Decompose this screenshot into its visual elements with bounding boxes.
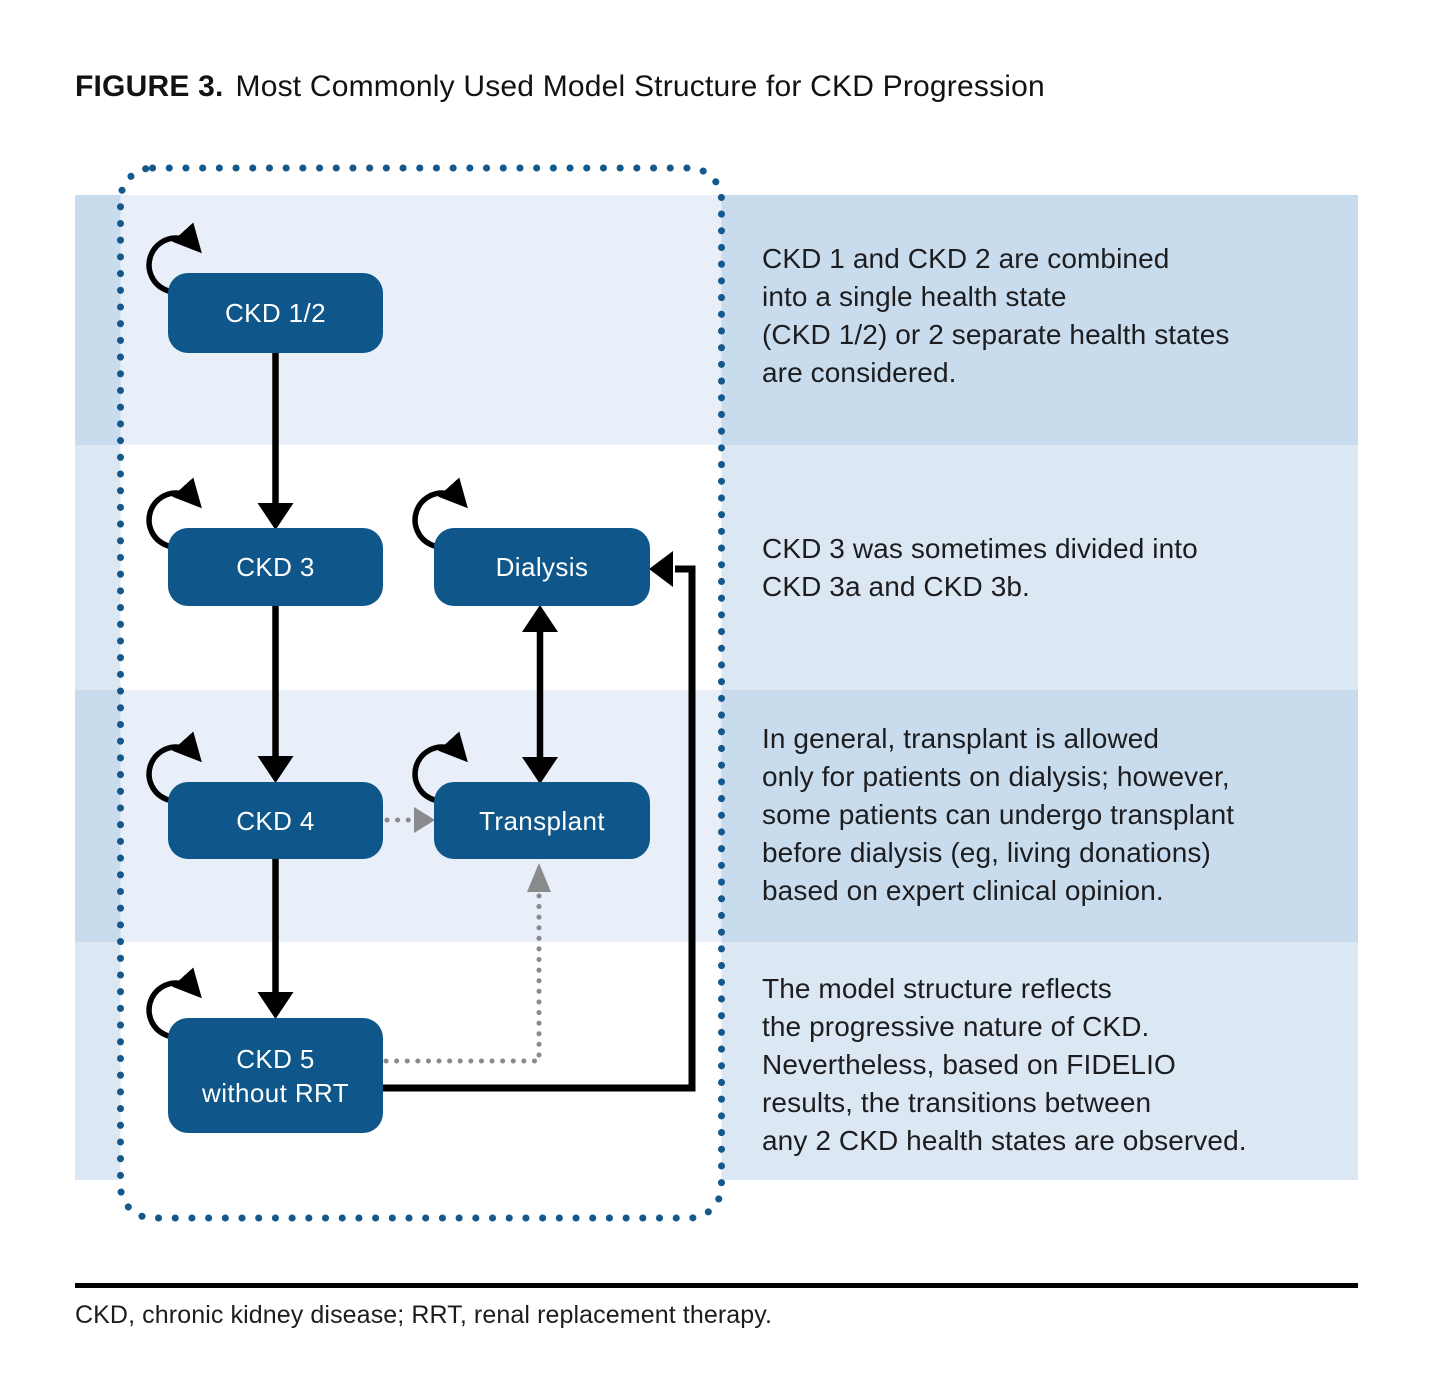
self-loop-arrows: [146, 222, 468, 1040]
arrowhead-ckd12-ckd3: [257, 503, 294, 530]
annotation-line: (CKD 1/2) or 2 separate health states: [762, 319, 1230, 350]
annotation-line: some patients can undergo transplant: [762, 799, 1235, 830]
dotted-arrow-ckd5-transplant: [383, 891, 542, 1064]
arrowhead-to-dialysis: [522, 605, 558, 632]
node-ckd4: CKD 4: [168, 782, 383, 859]
node-dialysis-label: Dialysis: [495, 552, 589, 582]
node-dialysis: Dialysis: [434, 528, 650, 606]
dotted-frame: [117, 164, 725, 1222]
annotation-ckd12: CKD 1 and CKD 2 are combined into a sing…: [762, 240, 1362, 392]
node-ckd3: CKD 3: [168, 528, 383, 606]
dotted-transition-arrows: [383, 817, 542, 1064]
annotation-line: only for patients on dialysis; however,: [762, 761, 1230, 792]
annotation-line: results, the transitions between: [762, 1087, 1152, 1118]
annotation-line: The model structure reflects: [762, 973, 1112, 1004]
node-ckd3-label: CKD 3: [236, 552, 315, 582]
self-loop-ckd12: [146, 222, 202, 295]
arrowhead-ckd4-ckd5: [257, 992, 294, 1019]
node-ckd4-label: CKD 4: [236, 805, 315, 836]
annotation-line: CKD 3 was sometimes divided into: [762, 533, 1198, 564]
dotted-arrowhead-ckd4-transplant: [414, 807, 435, 833]
self-loop-dialysis: [412, 477, 468, 550]
node-ckd5-label-line1: CKD 5: [236, 1043, 315, 1074]
annotation-transplant: In general, transplant is allowed only f…: [762, 720, 1362, 910]
annotation-line: any 2 CKD health states are observed.: [762, 1125, 1247, 1156]
self-loop-ckd3: [146, 477, 202, 550]
node-transplant: Transplant: [434, 782, 650, 859]
annotation-model-structure: The model structure reflects the progres…: [762, 970, 1362, 1160]
node-ckd12-label: CKD 1/2: [224, 298, 327, 328]
annotation-line: In general, transplant is allowed: [762, 723, 1160, 754]
annotation-line: into a single health state: [762, 281, 1067, 312]
self-loop-transplant: [412, 731, 468, 804]
node-ckd12: CKD 1/2: [168, 273, 383, 353]
arrowhead-ckd5-dialysis: [649, 551, 673, 587]
figure-title-text: Most Commonly Used Model Structure for C…: [235, 70, 1045, 103]
annotation-line: based on expert clinical opinion.: [762, 875, 1164, 906]
transition-arrows: [257, 353, 696, 1092]
footer-rule: [75, 1283, 1358, 1288]
arrowhead-ckd3-ckd4: [257, 756, 294, 783]
node-ckd5-label-line2: without RRT: [202, 1077, 349, 1108]
annotation-line: Nevertheless, based on FIDELIO: [762, 1049, 1176, 1080]
node-transplant-label: Transplant: [479, 805, 605, 836]
dotted-arrowhead-ckd5-transplant: [527, 863, 551, 892]
annotation-ckd3: CKD 3 was sometimes divided into CKD 3a …: [762, 530, 1362, 606]
figure-number: FIGURE 3.: [75, 70, 224, 103]
self-loop-ckd4: [146, 731, 202, 804]
arrowhead-to-transplant: [522, 757, 558, 784]
self-loop-ckd5: [146, 967, 202, 1040]
annotation-line: CKD 3a and CKD 3b.: [762, 571, 1030, 602]
figure-caption: FIGURE 3. Most Commonly Used Model Struct…: [75, 70, 1045, 104]
arrow-ckd5-dialysis: [383, 565, 696, 1092]
annotation-line: the progressive nature of CKD.: [762, 1011, 1150, 1042]
annotation-line: CKD 1 and CKD 2 are combined: [762, 243, 1170, 274]
annotation-line: are considered.: [762, 357, 957, 388]
annotation-line: before dialysis (eg, living donations): [762, 837, 1211, 868]
abbreviations-footnote: CKD, chronic kidney disease; RRT, renal …: [75, 1301, 773, 1329]
node-ckd5: CKD 5 without RRT: [168, 1018, 383, 1133]
